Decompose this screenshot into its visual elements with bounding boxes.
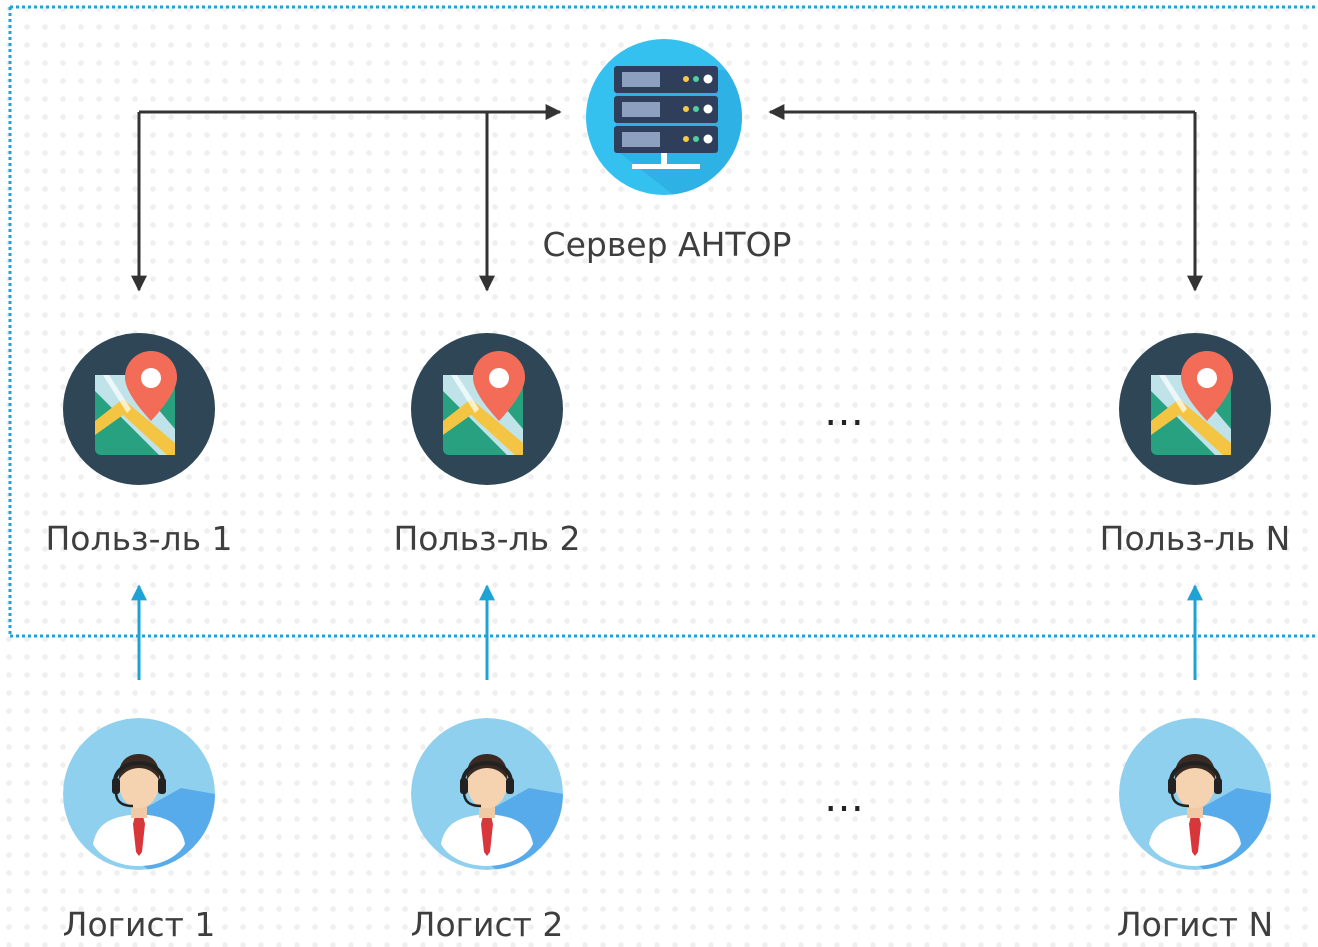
logists-ellipsis: … bbox=[824, 775, 866, 821]
logist-label-n: Логист N bbox=[1116, 905, 1274, 944]
user-label-n: Польз-ль N bbox=[1099, 519, 1291, 558]
logist-label-1: Логист 1 bbox=[62, 905, 216, 944]
users-ellipsis: … bbox=[824, 389, 866, 435]
server-label: Сервер АНТОР bbox=[542, 225, 792, 264]
map-pin-icon bbox=[411, 333, 563, 485]
user-label-2: Польз-ль 2 bbox=[393, 519, 581, 558]
user-node-2 bbox=[411, 333, 563, 485]
user-node-n bbox=[1119, 333, 1271, 485]
map-pin-icon bbox=[63, 333, 215, 485]
user-label-1: Польз-ль 1 bbox=[45, 519, 233, 558]
server-icon bbox=[586, 39, 742, 195]
logist-node-2 bbox=[411, 718, 563, 870]
server-node bbox=[586, 39, 742, 195]
logist-label-2: Логист 2 bbox=[410, 905, 564, 944]
operator-headset-icon bbox=[1119, 718, 1271, 870]
map-pin-icon bbox=[1119, 333, 1271, 485]
logist-connectors bbox=[131, 584, 1203, 680]
user-node-1 bbox=[63, 333, 215, 485]
logist-node-n bbox=[1119, 718, 1271, 870]
system-boundary bbox=[8, 5, 1318, 638]
server-connectors bbox=[131, 104, 1203, 292]
logist-node-1 bbox=[63, 718, 215, 870]
operator-headset-icon bbox=[411, 718, 563, 870]
operator-headset-icon bbox=[63, 718, 215, 870]
